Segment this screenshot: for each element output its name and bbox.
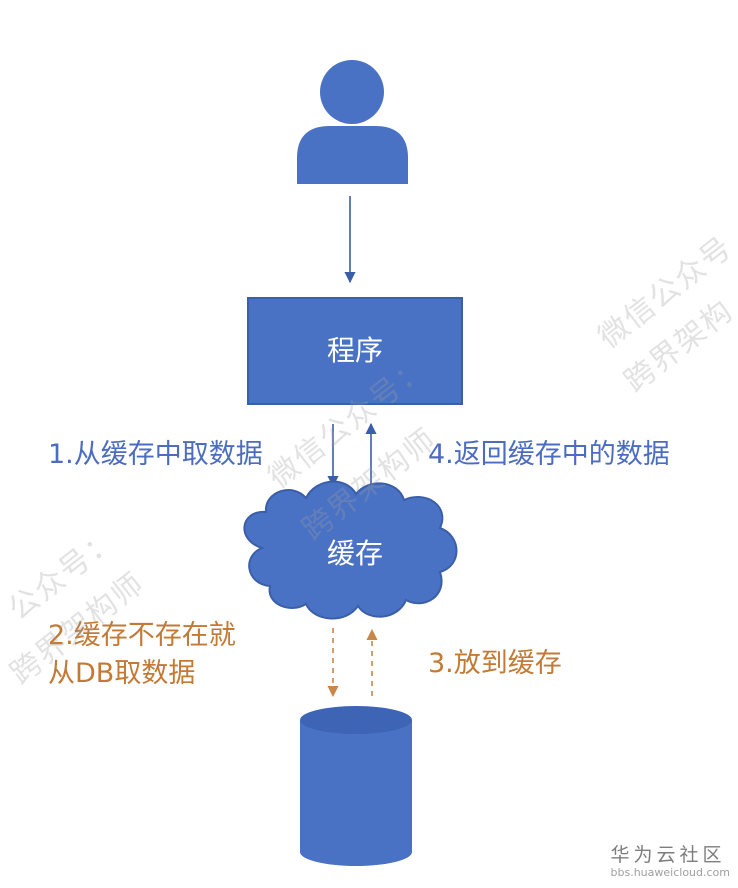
cache-label: 缓存 <box>326 537 383 570</box>
program-label: 程序 <box>326 334 383 367</box>
program-box <box>247 297 463 405</box>
brand-name: 华为云社区 <box>610 844 726 866</box>
step-1-label: 1.从缓存中取数据 <box>48 439 263 470</box>
step-4-label: 4.返回缓存中的数据 <box>428 439 670 470</box>
cache-cloud <box>243 480 458 620</box>
database-icon <box>300 706 412 866</box>
step-3-label: 3.放到缓存 <box>428 648 562 679</box>
user-icon <box>297 60 408 184</box>
step-2-label-line2: 从DB取数据 <box>48 658 196 689</box>
brand-footer: 华为云社区 bbs.huaweicloud.com <box>611 844 730 880</box>
brand-url: bbs.huaweicloud.com <box>610 866 730 879</box>
step-2-label-line1: 2.缓存不存在就 <box>48 620 236 651</box>
